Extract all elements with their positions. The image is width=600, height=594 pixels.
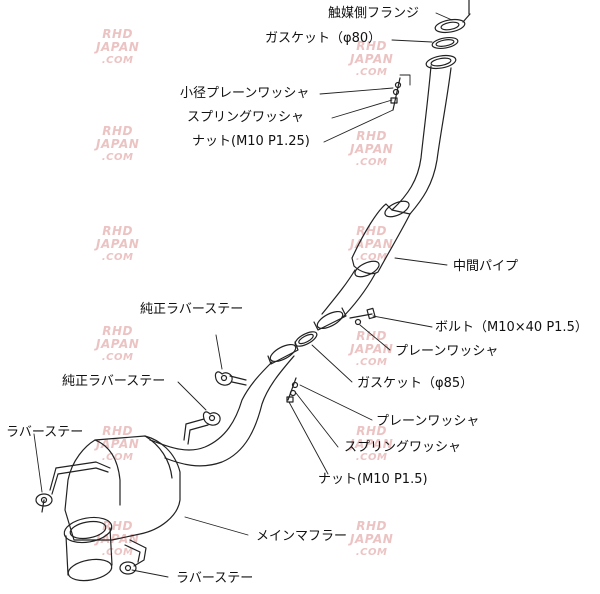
label-nut-m10-p15: ナット(M10 P1.5) — [318, 472, 428, 487]
label-small-plain-washer: 小径プレーンワッシャ — [180, 86, 310, 101]
lower-nut-washers — [286, 377, 299, 403]
label-bolt: ボルト（M10×40 P1.5） — [435, 320, 588, 335]
rubber-stay-left — [35, 461, 111, 513]
genuine-rubber-stay-2 — [183, 411, 221, 445]
label-genuine-rubber-stay-2: 純正ラバーステー — [62, 374, 166, 389]
bolt — [349, 307, 376, 326]
label-rubber-stay-bottom: ラバーステー — [176, 571, 254, 586]
label-gasket-80: ガスケット（φ80） — [265, 31, 382, 46]
rubber-stay-bottom — [119, 539, 147, 575]
label-rubber-stay-left: ラバーステー — [6, 425, 84, 440]
label-main-muffler: メインマフラー — [256, 529, 348, 544]
gasket-80 — [431, 36, 459, 50]
label-spring-washer-top: スプリングワッシャ — [187, 110, 305, 125]
upper-washers — [390, 77, 402, 111]
label-gasket-85: ガスケット（φ85） — [357, 376, 474, 391]
center-pipe — [313, 65, 452, 331]
catalyst-flange — [434, 0, 471, 34]
main-muffler — [63, 435, 181, 582]
label-spring-washer-bottom: スプリングワッシャ — [344, 440, 462, 455]
leader-lines — [33, 12, 453, 578]
label-plain-washer-2: プレーンワッシャ — [376, 414, 480, 429]
label-genuine-rubber-stay-1: 純正ラバーステー — [140, 302, 244, 317]
label-catalyst-flange: 触媒側フランジ — [328, 6, 420, 21]
main-pipe — [149, 355, 295, 467]
center-pipe-flange — [425, 54, 457, 70]
label-plain-washer-1: プレーンワッシャ — [395, 344, 499, 359]
genuine-rubber-stay-1 — [214, 371, 247, 386]
label-nut-m10-p125: ナット(M10 P1.25) — [192, 134, 310, 149]
main-pipe-flange — [267, 341, 299, 365]
label-center-pipe: 中間パイプ — [453, 259, 519, 274]
